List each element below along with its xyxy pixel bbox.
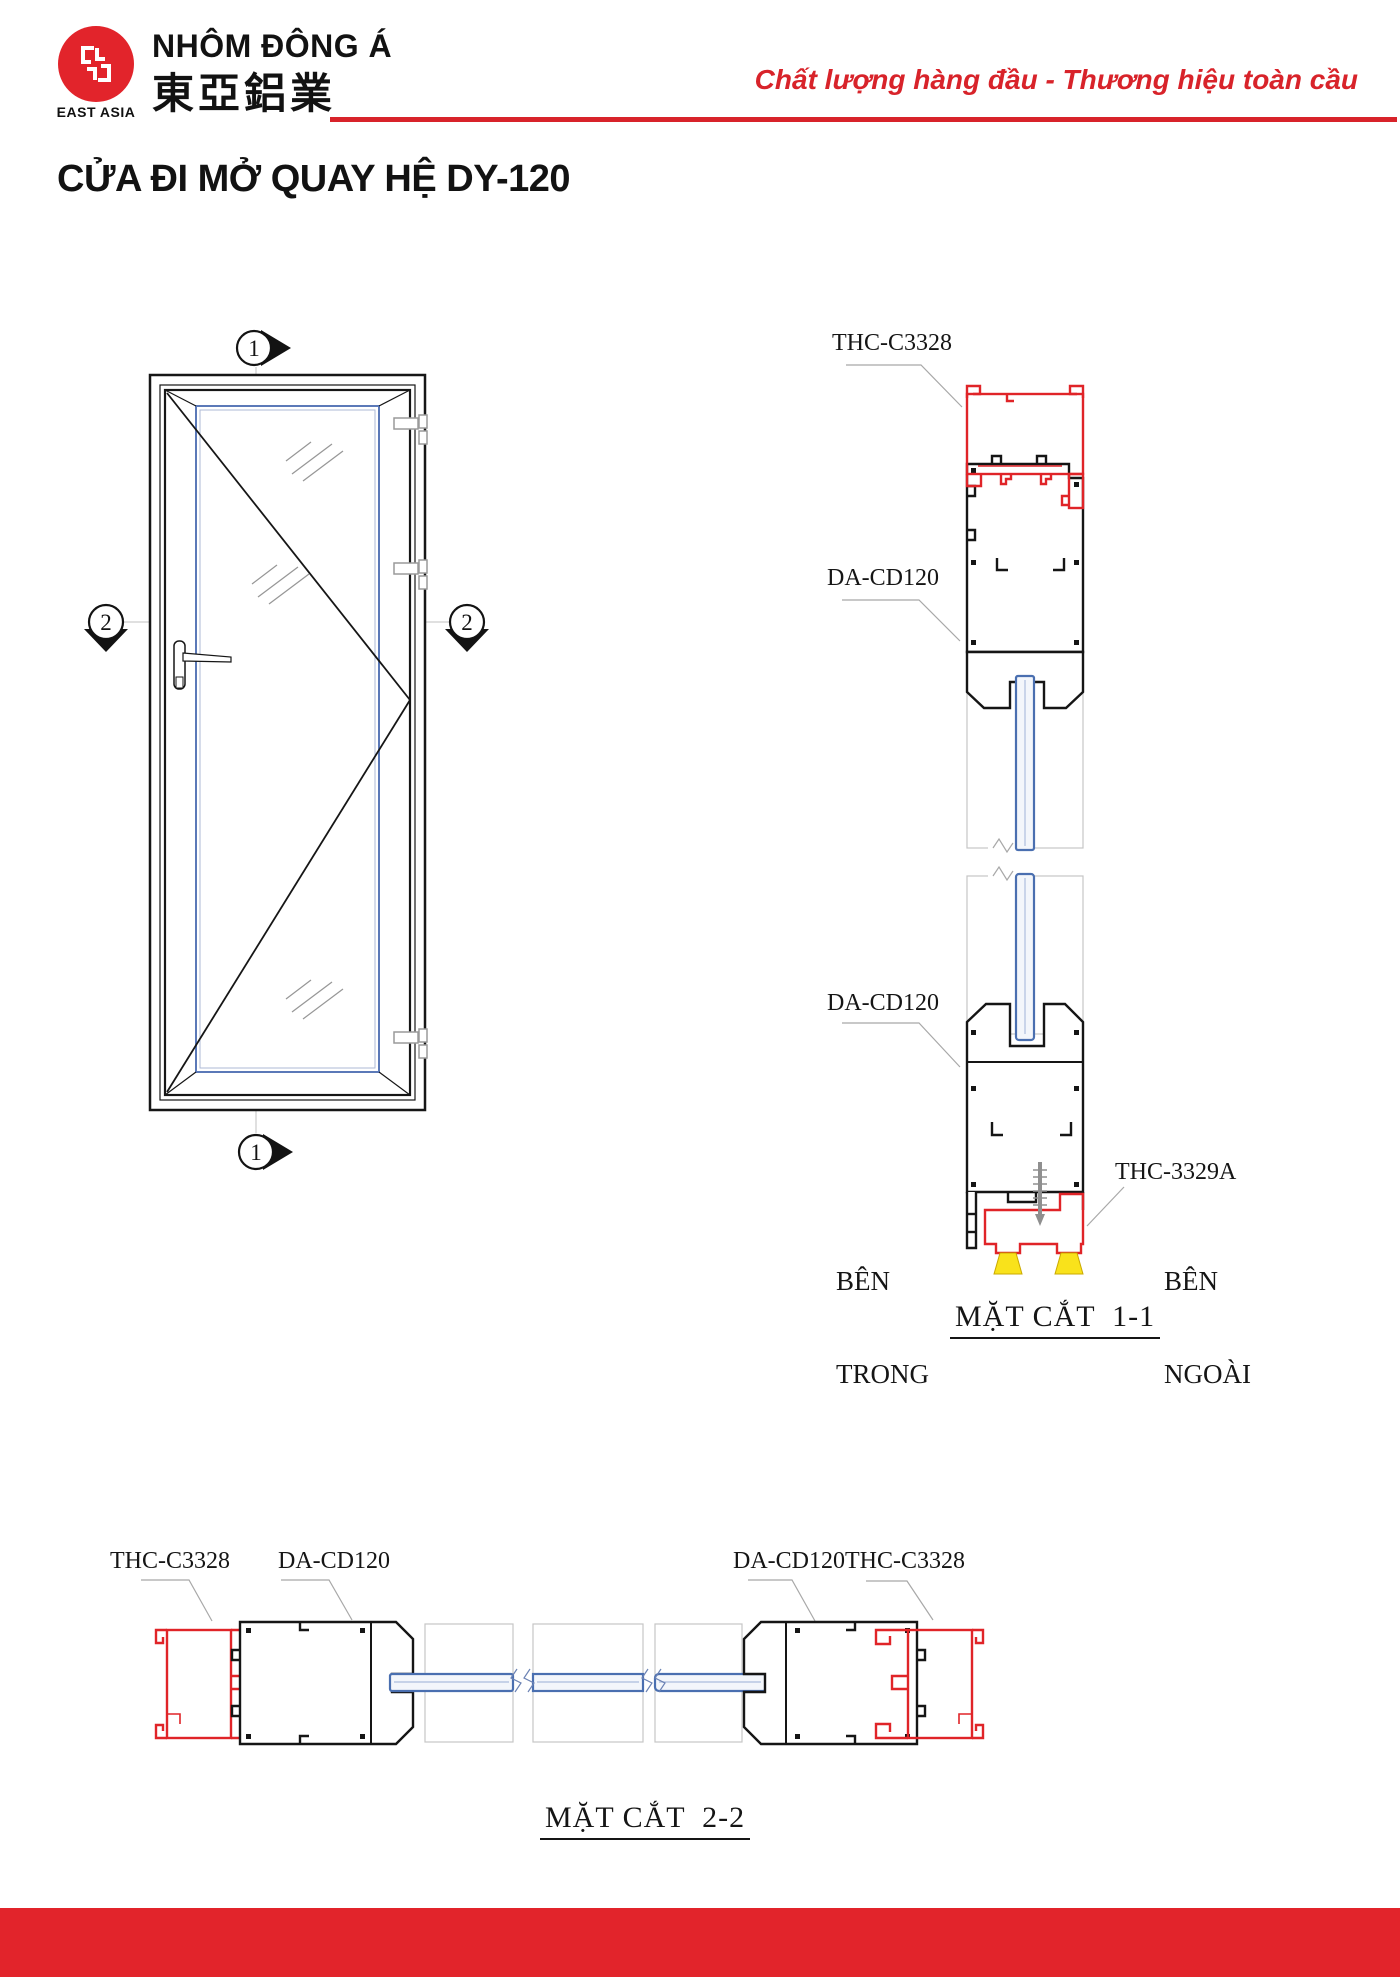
marker-number: 1: [248, 336, 260, 361]
logo-monogram-icon: [81, 46, 111, 82]
profile-right-jamb: [874, 1628, 985, 1740]
marker-number: 2: [100, 610, 112, 635]
profile-left-sash: [230, 1620, 415, 1746]
label-outside-line1: BÊN: [1164, 1266, 1218, 1297]
caption-section-2-2: MẶT CẮT 2-2: [540, 1801, 751, 1840]
door-elevation-drawing: 1 1 2 2: [84, 329, 489, 1171]
label-inside-line2: TRONG: [836, 1359, 929, 1390]
profile-sash-bottom: [965, 1002, 1085, 1250]
glass-hatch-marks: [251, 441, 344, 1020]
label-right-frame: THC-C3328: [845, 1548, 965, 1574]
marker-number: 2: [461, 610, 473, 635]
section-marker-2-right: 2: [445, 603, 489, 652]
glass-pane-vertical: [1014, 674, 1036, 1042]
logo-caption: EAST ASIA: [56, 104, 136, 120]
label-right-sash: DA-CD120: [733, 1548, 845, 1574]
header-rule: [330, 117, 1397, 122]
label-sash-bottom: DA-CD120: [827, 990, 939, 1016]
door-handle-icon: [173, 640, 232, 690]
profile-threshold: [983, 1192, 1085, 1255]
hinge-icons: [393, 414, 428, 1059]
leader-lines: [141, 1579, 934, 1622]
caption-section-1-1: MẶT CẮT 1-1: [950, 1300, 1161, 1339]
section-1-1-drawing: [842, 364, 1125, 1275]
label-threshold: THC-3329A: [1115, 1159, 1237, 1185]
leader-lines: [842, 364, 1125, 1227]
label-frame-head: THC-C3328: [832, 330, 952, 356]
section-marker-2-left: 2: [84, 603, 128, 652]
company-logo: [58, 26, 134, 102]
label-inside: BÊN TRONG: [836, 1204, 929, 1452]
glass-pane-horizontal: [388, 1668, 769, 1693]
marker-number: 1: [250, 1140, 262, 1165]
label-inside-line1: BÊN: [836, 1266, 890, 1297]
label-outside-line2: NGOÀI: [1164, 1359, 1251, 1390]
company-name: NHÔM ĐÔNG Á: [152, 28, 393, 64]
profile-frame-head: [965, 384, 1085, 510]
section-marker-1-top: 1: [235, 329, 291, 367]
section-marker-1-bottom: 1: [237, 1133, 293, 1171]
gasket-wedges: [993, 1252, 1084, 1275]
company-slogan: Chất lượng hàng đầu - Thương hiệu toàn c…: [754, 64, 1358, 95]
footer-bar: [0, 1908, 1400, 1977]
page-title: CỬA ĐI MỞ QUAY HỆ DY-120: [57, 158, 571, 200]
label-left-frame: THC-C3328: [110, 1548, 230, 1574]
label-sash-top: DA-CD120: [827, 565, 939, 591]
label-outside: BÊN NGOÀI: [1164, 1204, 1251, 1452]
profile-sash-top: [965, 454, 1085, 710]
company-name-cjk: 東亞鋁業: [152, 69, 337, 118]
screw-icon: [1033, 1162, 1047, 1226]
section-2-2-drawing: [141, 1579, 985, 1746]
profile-right-sash: [742, 1620, 927, 1746]
label-left-sash: DA-CD120: [278, 1548, 390, 1574]
